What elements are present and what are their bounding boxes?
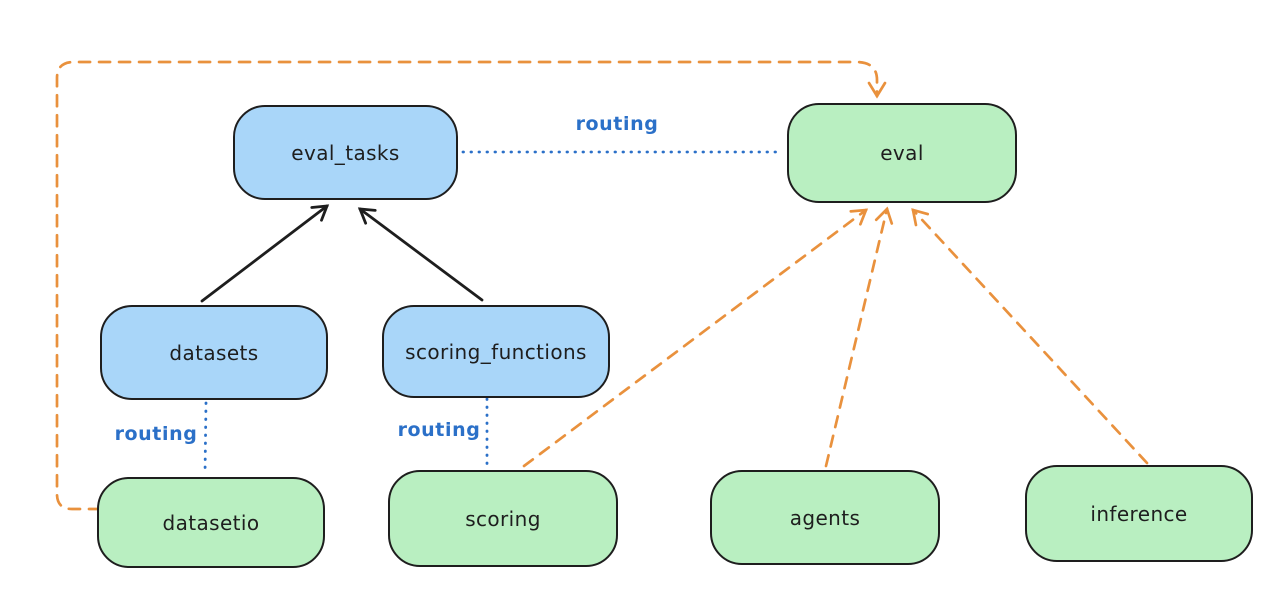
edge-datasets-to-eval-tasks — [200, 204, 330, 303]
edge-label-routing-scoring: routing — [397, 419, 481, 441]
edge-agents-to-eval — [824, 206, 894, 468]
node-scoring-functions-label: scoring_functions — [405, 339, 587, 364]
edge-inference-to-eval — [911, 208, 1149, 465]
node-inference: inference — [1025, 465, 1253, 562]
node-eval-tasks-label: eval_tasks — [291, 140, 400, 165]
node-agents-label: agents — [789, 505, 861, 530]
node-datasets-label: datasets — [169, 340, 259, 365]
edge-label-routing-datasetio: routing — [114, 423, 198, 445]
node-eval-label: eval — [880, 141, 924, 165]
node-agents: agents — [710, 470, 940, 565]
edge-scoring-to-eval — [522, 208, 869, 468]
edge-scoring-functions-to-eval-tasks — [357, 207, 484, 302]
edge-datasetio-to-eval — [55, 60, 887, 511]
node-scoring: scoring — [388, 470, 618, 567]
node-eval: eval — [787, 103, 1017, 203]
node-datasets: datasets — [100, 305, 328, 400]
node-scoring-functions: scoring_functions — [382, 305, 610, 398]
edge-routing-datasets-to-datasetio — [203, 401, 208, 476]
node-eval-tasks: eval_tasks — [233, 105, 458, 200]
node-datasetio-label: datasetio — [162, 510, 260, 535]
node-datasetio: datasetio — [97, 477, 325, 568]
node-inference-label: inference — [1090, 501, 1188, 526]
edge-label-routing-top: routing — [575, 113, 659, 135]
node-scoring-label: scoring — [465, 506, 541, 531]
